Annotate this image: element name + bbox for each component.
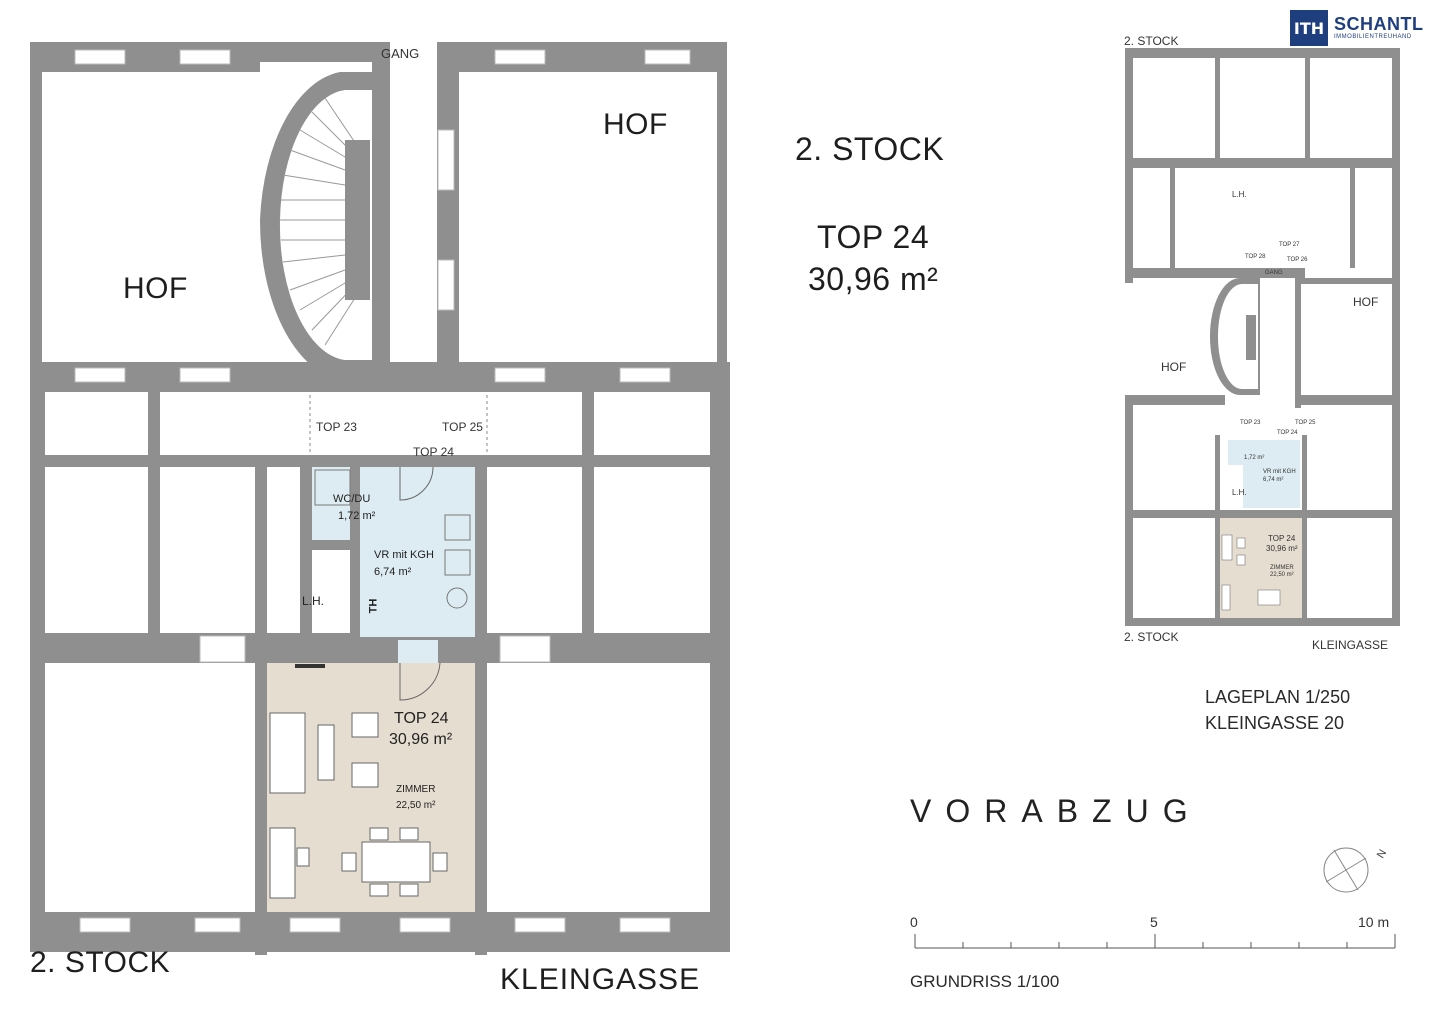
site-wc-area: 1,72 m² [1244,455,1265,461]
site-gang: GANG [1265,270,1283,276]
unit-area: 30,96 m² [389,731,453,748]
site-top23: TOP 23 [1240,420,1261,426]
scale-tick-10: 10 m [1358,914,1390,930]
wc-name: WC/DU [333,493,371,505]
grundriss-scale-label: GRUNDRISS 1/100 [910,972,1060,991]
vr-area: 6,74 m² [374,566,412,578]
site-hof-right: HOF [1353,295,1379,309]
logo-name: SCHANTL [1334,14,1424,34]
top23-label: TOP 23 [316,420,357,434]
site-unit-name: TOP 24 [1268,534,1296,543]
site-scale-label: LAGEPLAN 1/250 [1205,687,1351,707]
site-floor-bottom: 2. STOCK [1124,630,1179,644]
floor-label-main: 2. STOCK [30,946,171,979]
site-lh-bottom: L.H. [1232,488,1247,497]
site-zimmer-name: ZIMMER [1270,565,1294,571]
site-street: KLEINGASSE [1312,638,1389,652]
furniture [269,712,448,899]
header-floor: 2. STOCK [795,131,945,167]
top25-label: TOP 25 [442,420,483,434]
wc-area: 1,72 m² [338,510,376,522]
th-label: TH [367,598,380,614]
site-top24-door: TOP 24 [1277,430,1298,436]
lh-label: L.H. [302,594,325,608]
scale-tick-5: 5 [1150,914,1158,930]
north-arrow-icon [1323,847,1369,893]
site-top25: TOP 25 [1295,420,1316,426]
site-top26: TOP 26 [1287,257,1308,263]
scale-tick-0: 0 [910,914,918,930]
unit-name: TOP 24 [394,710,449,727]
top24-door-label: TOP 24 [413,445,454,459]
scale-bar [914,934,1396,949]
site-walls [1125,48,1400,626]
zimmer-area: 22,50 m² [396,800,436,811]
logo-mark: ITH [1290,10,1328,46]
site-zimmer-area: 22,50 m² [1270,572,1294,578]
hof-left-label: HOF [123,272,188,305]
site-rooms [1133,58,1392,618]
logo-sub: IMMOBILIENTREUHAND [1334,34,1412,40]
vorabzug-label: VORABZUG [910,793,1202,829]
corridor [160,392,582,455]
gang-label: GANG [381,46,420,61]
wc-floor [312,467,350,540]
hof-right-label: HOF [603,108,668,141]
site-top27: TOP 27 [1279,242,1300,248]
main-windows [74,49,691,933]
header-area: 30,96 m² [808,261,939,297]
site-vr-name: VR mit KGH [1263,469,1296,475]
street-label-main: KLEINGASSE [500,963,701,996]
site-plan [1125,48,1400,626]
header-unit: TOP 24 [817,219,930,255]
site-unit-area: 30,96 m² [1266,544,1298,553]
site-floor-top: 2. STOCK [1124,34,1179,48]
vr-name: VR mit KGH [374,549,434,561]
site-address: KLEINGASSE 20 [1205,713,1345,733]
site-lh-top: L.H. [1232,190,1247,199]
site-hof-left: HOF [1161,360,1187,374]
site-top28: TOP 28 [1245,254,1266,260]
zimmer-name: ZIMMER [396,784,436,795]
site-vr-area: 6,74 m² [1263,477,1284,483]
main-floor-plan [30,42,730,955]
